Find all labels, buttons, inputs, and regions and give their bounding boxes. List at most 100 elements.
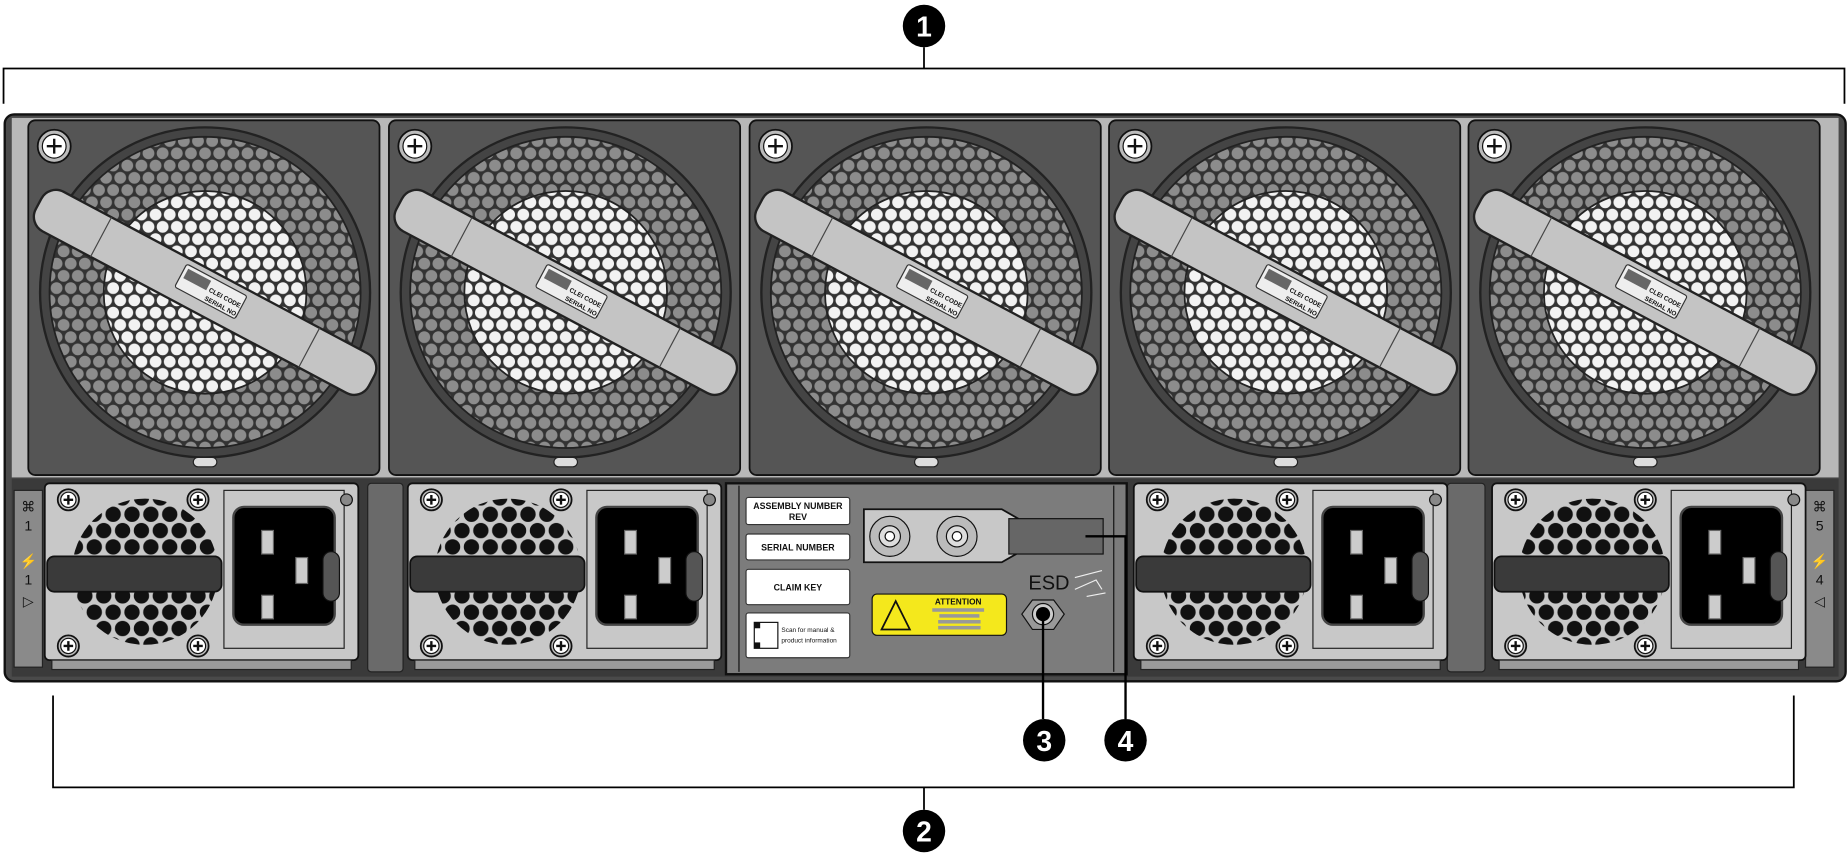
screw-icon xyxy=(1145,634,1169,658)
psu-status-led xyxy=(340,493,353,507)
callout-1-fan-modules: 1 xyxy=(2,4,1846,104)
esd-attention-label: ATTENTION xyxy=(871,593,1008,636)
fan-slot-number: 5 xyxy=(1816,517,1824,533)
claim-key-label: CLAIM KEY xyxy=(745,568,851,606)
power-inlet-socket[interactable] xyxy=(1321,505,1425,626)
center-label-panel: ASSEMBLY NUMBER REV SERIAL NUMBER CLAIM … xyxy=(724,482,1128,676)
screw-icon xyxy=(56,488,80,512)
psu-status-led xyxy=(703,493,716,507)
screw-icon xyxy=(419,634,443,658)
callout-2-number: 2 xyxy=(916,816,932,848)
blank-divider xyxy=(1446,482,1486,673)
esd-jack[interactable] xyxy=(1021,599,1065,631)
psu-handle[interactable] xyxy=(409,555,586,593)
fan-led xyxy=(1273,456,1299,468)
svg-text:ASSEMBLY NUMBER: ASSEMBLY NUMBER xyxy=(753,501,843,511)
power-supply-4[interactable] xyxy=(1491,482,1807,671)
psu-status-led xyxy=(1787,493,1801,507)
airflow-arrow-icon: ▷ xyxy=(23,593,34,609)
power-supply-1[interactable] xyxy=(43,482,360,671)
svg-text:CLAIM KEY: CLAIM KEY xyxy=(774,583,823,593)
screw-icon xyxy=(1477,128,1512,164)
psu-handle[interactable] xyxy=(1135,555,1312,593)
right-side-slot-panel: ⌘ 5 ⚡ 4 ◁ xyxy=(1804,489,1835,668)
callout-1-number: 1 xyxy=(916,11,932,43)
screw-icon xyxy=(56,634,80,658)
esd-warning-icon xyxy=(880,599,912,631)
screw-icon xyxy=(1504,488,1528,512)
screw-icon xyxy=(186,488,210,512)
callout-2-power-supplies: 2 xyxy=(52,695,1795,853)
fan-icon: ⌘ xyxy=(21,499,35,515)
svg-text:Scan for manual &: Scan for manual & xyxy=(781,627,835,634)
power-supply-3[interactable] xyxy=(1132,482,1449,671)
svg-text:SERIAL NUMBER: SERIAL NUMBER xyxy=(761,542,835,552)
screw-icon xyxy=(1504,634,1528,658)
screw-icon xyxy=(1145,488,1169,512)
screw-icon xyxy=(419,488,443,512)
fan-slot-number: 1 xyxy=(24,517,32,533)
psu-latch[interactable] xyxy=(685,551,704,602)
callout-3-number: 3 xyxy=(1036,725,1052,757)
screw-icon xyxy=(36,128,72,164)
screw-icon xyxy=(397,128,433,164)
power-inlet-socket[interactable] xyxy=(232,505,336,626)
power-icon: ⚡ xyxy=(1811,553,1829,570)
screw-icon xyxy=(1633,488,1657,512)
psu-handle[interactable] xyxy=(46,555,223,593)
psu-latch[interactable] xyxy=(322,551,341,602)
psu-latch[interactable] xyxy=(1769,551,1788,602)
screw-icon xyxy=(1275,634,1299,658)
screw-icon xyxy=(1117,128,1153,164)
esd-label: ESD xyxy=(1028,572,1069,594)
blank-divider xyxy=(367,482,404,673)
svg-text:product information: product information xyxy=(781,637,837,644)
psu-status-led xyxy=(1429,493,1442,507)
airflow-arrow-icon: ◁ xyxy=(1814,593,1825,609)
qr-code-icon xyxy=(753,621,779,649)
ground-lug-connector xyxy=(863,508,1104,564)
power-supply-2[interactable] xyxy=(406,482,723,671)
callout-3-esd-jack: 3 xyxy=(1023,617,1066,762)
power-inlet-socket[interactable] xyxy=(595,505,699,626)
power-icon: ⚡ xyxy=(19,553,37,570)
serial-number-label: SERIAL NUMBER xyxy=(745,533,851,561)
left-side-slot-panel: ⌘ 1 ⚡ 1 ▷ xyxy=(13,489,44,668)
screw-icon xyxy=(186,634,210,658)
psu-slot-number: 4 xyxy=(1816,572,1824,588)
svg-text:REV: REV xyxy=(789,512,807,522)
qr-code-label[interactable]: Scan for manual & product information xyxy=(745,612,851,659)
fan-led xyxy=(192,456,218,468)
screw-icon xyxy=(1275,488,1299,512)
psu-handle[interactable] xyxy=(1493,555,1670,593)
svg-text:ATTENTION: ATTENTION xyxy=(935,598,982,607)
assembly-number-label: ASSEMBLY NUMBER REV xyxy=(745,496,851,526)
fan-led xyxy=(913,456,939,468)
screw-icon xyxy=(549,488,573,512)
screw-icon xyxy=(1633,634,1657,658)
callout-4-number: 4 xyxy=(1118,725,1134,757)
fan-icon: ⌘ xyxy=(1813,499,1827,515)
ground-symbol-icon xyxy=(1074,569,1106,598)
psu-latch[interactable] xyxy=(1411,551,1430,602)
power-supply-row xyxy=(43,482,1807,671)
fan-led xyxy=(553,456,579,468)
power-inlet-socket[interactable] xyxy=(1679,505,1784,626)
screw-icon xyxy=(758,128,793,164)
